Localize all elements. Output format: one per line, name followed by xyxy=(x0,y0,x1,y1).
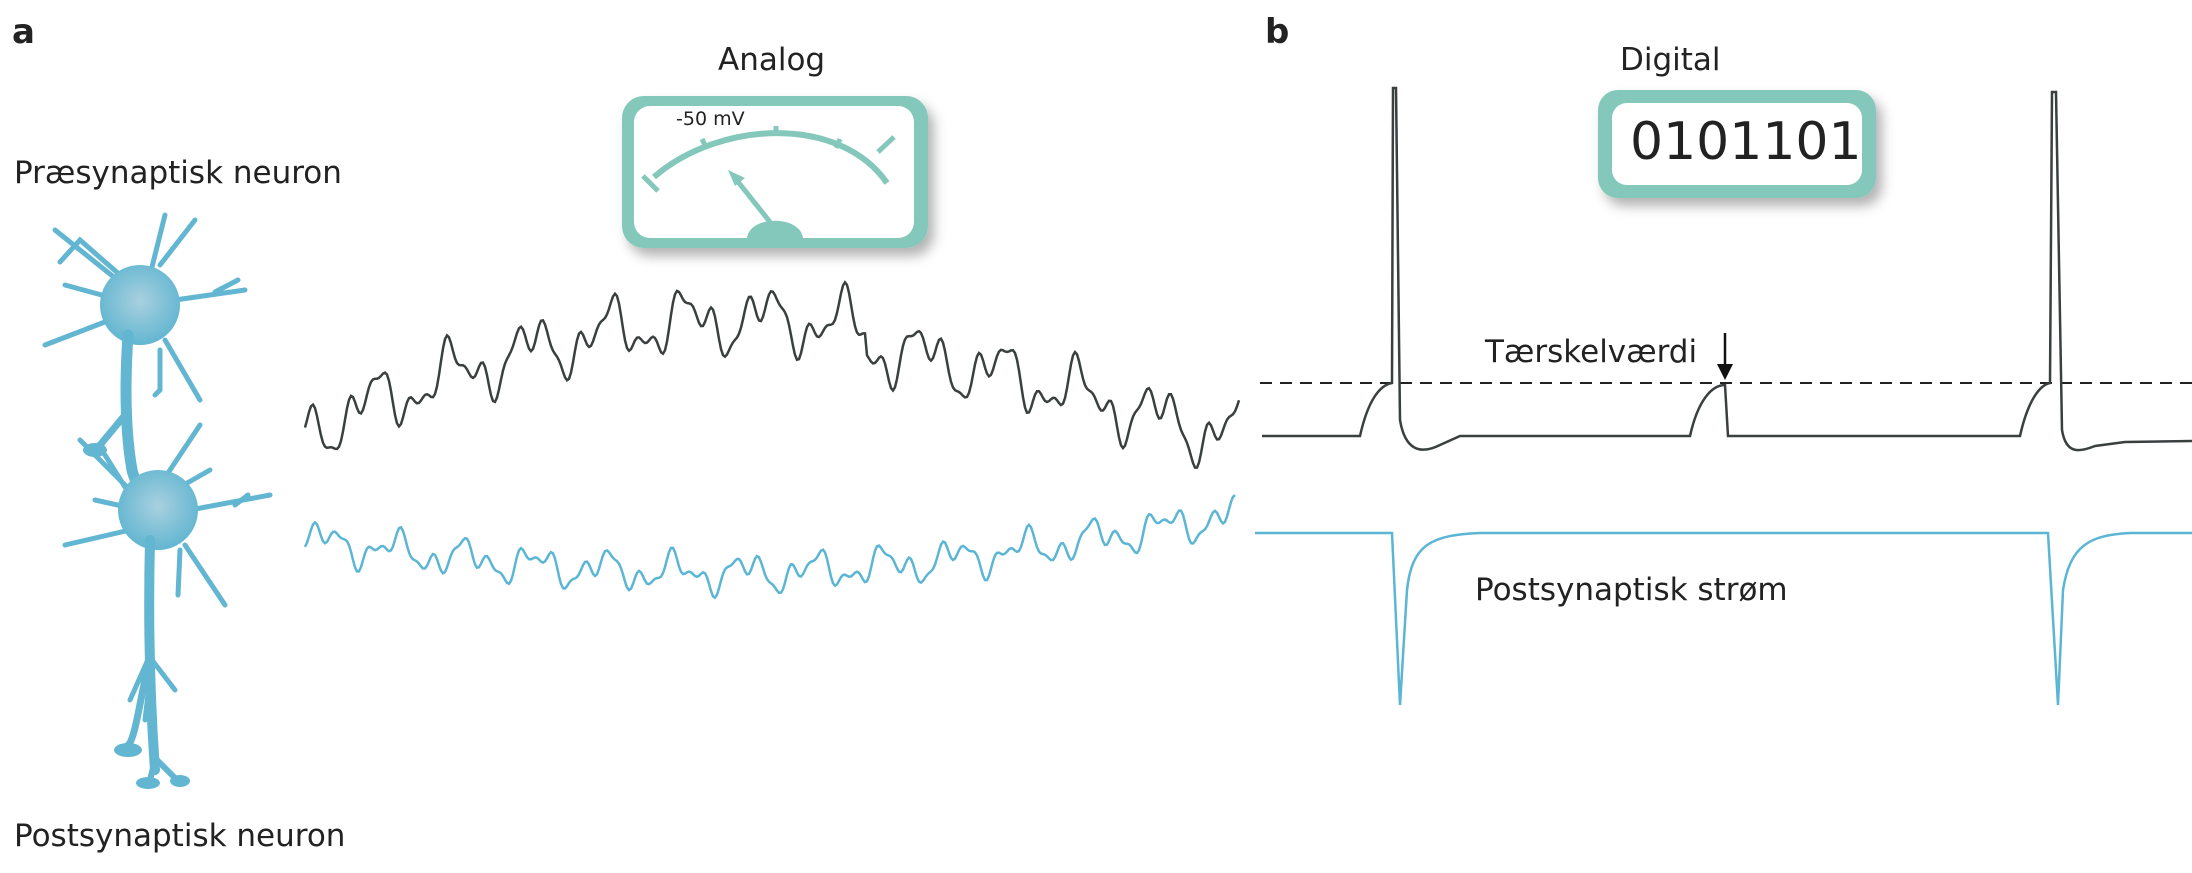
presynaptic-neuron-label: Præsynaptisk neuron xyxy=(14,155,342,191)
digital-title: Digital xyxy=(1620,42,1721,78)
postsynaptic-neuron-label: Postsynaptisk neuron xyxy=(14,818,346,854)
digital-postsynaptic-trace xyxy=(1255,531,2192,706)
digital-presynaptic-trace xyxy=(1262,86,2192,452)
digital-value: 0101101 xyxy=(1630,112,1862,172)
postsynaptic-current-label: Postsynaptisk strøm xyxy=(1475,572,1788,608)
panel-label-a: a xyxy=(12,12,35,52)
threshold-label: Tærskelværdi xyxy=(1485,334,1698,370)
analog-presynaptic-trace xyxy=(303,280,1241,469)
down-arrow-icon xyxy=(1717,333,1733,380)
analog-postsynaptic-trace xyxy=(303,494,1236,600)
postsynaptic-neuron xyxy=(62,422,273,789)
digital-display-icon xyxy=(1598,90,1876,198)
presynaptic-neuron xyxy=(42,212,248,492)
analog-meter-icon xyxy=(622,96,928,248)
meter-value-label: -50 mV xyxy=(676,108,745,130)
analog-title: Analog xyxy=(718,42,826,78)
panel-label-b: b xyxy=(1265,12,1290,52)
